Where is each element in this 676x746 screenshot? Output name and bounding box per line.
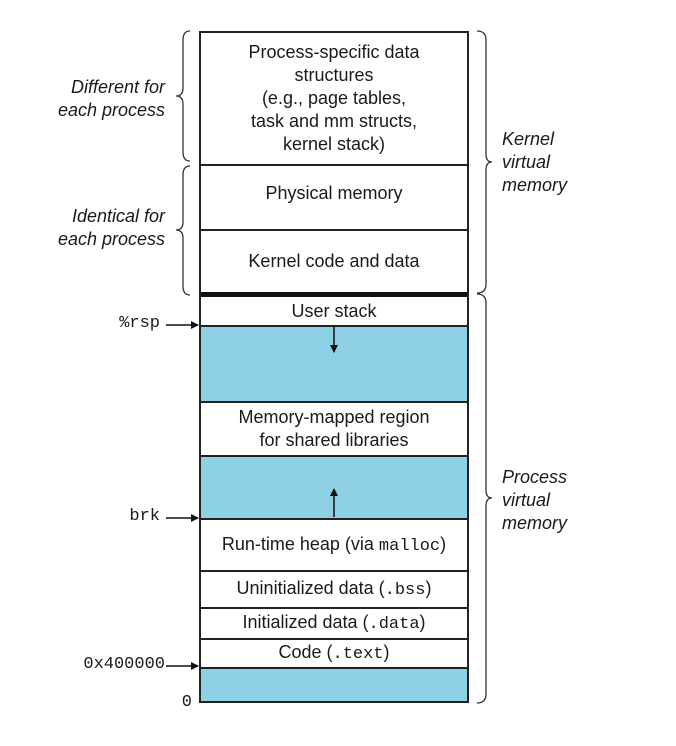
segment-text-code: Code (.text): [201, 640, 467, 669]
code-part: malloc: [378, 536, 441, 556]
segment-text: Code (.text): [278, 641, 389, 666]
segment-text: Uninitialized data (.bss): [237, 577, 432, 602]
label-line: each process: [57, 229, 165, 249]
label-line: virtual: [502, 490, 551, 510]
text-line: Memory-mapped region: [238, 407, 430, 427]
label-line: virtual: [502, 152, 551, 172]
segment-unmapped-heap-gap: [201, 457, 467, 520]
text-line: structures: [294, 65, 374, 85]
text-part: Run-time heap (via: [221, 533, 379, 554]
segment-text: Physical memory: [265, 183, 403, 203]
label-line: Identical for: [71, 206, 165, 226]
text-line: kernel stack): [282, 134, 386, 154]
code-part: .data: [368, 615, 420, 634]
text-part: Initialized data (: [242, 612, 369, 632]
segment-unmapped-low: [201, 669, 467, 701]
label-kernel-virtual-memory: Kernel virtual memory: [502, 128, 622, 197]
right-brace-kernel-icon: [476, 30, 493, 294]
label-different-for-each-process: Different for each process: [20, 76, 165, 122]
segment-data: Initialized data (.data): [201, 609, 467, 640]
pointer-label-rsp: %rsp: [119, 314, 160, 333]
text-part: Uninitialized data (: [236, 578, 385, 598]
segment-memory-mapped-region: Memory-mapped region for shared librarie…: [201, 403, 467, 457]
segment-text: User stack: [291, 300, 377, 321]
text-part: ): [383, 642, 390, 662]
label-line: Kernel: [502, 129, 555, 149]
text-line: Process-specific data: [248, 42, 420, 62]
text-part: ): [419, 612, 426, 632]
text-line: task and mm structs,: [250, 111, 418, 131]
label-line: memory: [502, 513, 568, 533]
segment-text: Initialized data (.data): [242, 611, 425, 636]
segment-process-specific-data: Process-specific data structures (e.g., …: [201, 33, 467, 166]
segment-kernel-code-data: Kernel code and data: [201, 231, 467, 297]
label-line: Different for: [70, 77, 165, 97]
text-line: (e.g., page tables,: [261, 88, 407, 108]
text-part: ): [425, 578, 432, 598]
segment-run-time-heap: Run-time heap (via malloc): [201, 520, 467, 572]
text-part: Code (: [278, 642, 333, 662]
segment-unmapped-stack-gap: [201, 327, 467, 403]
right-brace-process-icon: [476, 293, 493, 704]
left-brace-identical-icon: [175, 165, 191, 296]
segment-text: Kernel code and data: [248, 251, 420, 271]
left-brace-different-icon: [175, 30, 191, 162]
label-process-virtual-memory: Process virtual memory: [502, 466, 622, 535]
segment-physical-memory: Physical memory: [201, 166, 467, 231]
segment-text: Process-specific data structures (e.g., …: [248, 41, 419, 156]
code-part: .text: [332, 645, 384, 664]
text-part: ): [440, 533, 447, 554]
segment-user-stack: User stack: [201, 297, 467, 327]
memory-layout-box: Process-specific data structures (e.g., …: [199, 31, 469, 703]
pointer-label-text-start: 0x400000: [83, 655, 165, 674]
label-identical-for-each-process: Identical for each process: [20, 205, 165, 251]
pointer-label-brk: brk: [129, 507, 160, 526]
text-line: for shared libraries: [259, 430, 409, 450]
segment-text: Run-time heap (via malloc): [222, 533, 446, 558]
address-zero-label: 0: [181, 693, 192, 712]
segment-bss: Uninitialized data (.bss): [201, 572, 467, 609]
label-line: memory: [502, 175, 568, 195]
code-part: .bss: [384, 581, 426, 600]
label-line: each process: [57, 100, 165, 120]
label-line: Process: [502, 467, 568, 487]
segment-text: Memory-mapped region for shared librarie…: [238, 406, 429, 452]
